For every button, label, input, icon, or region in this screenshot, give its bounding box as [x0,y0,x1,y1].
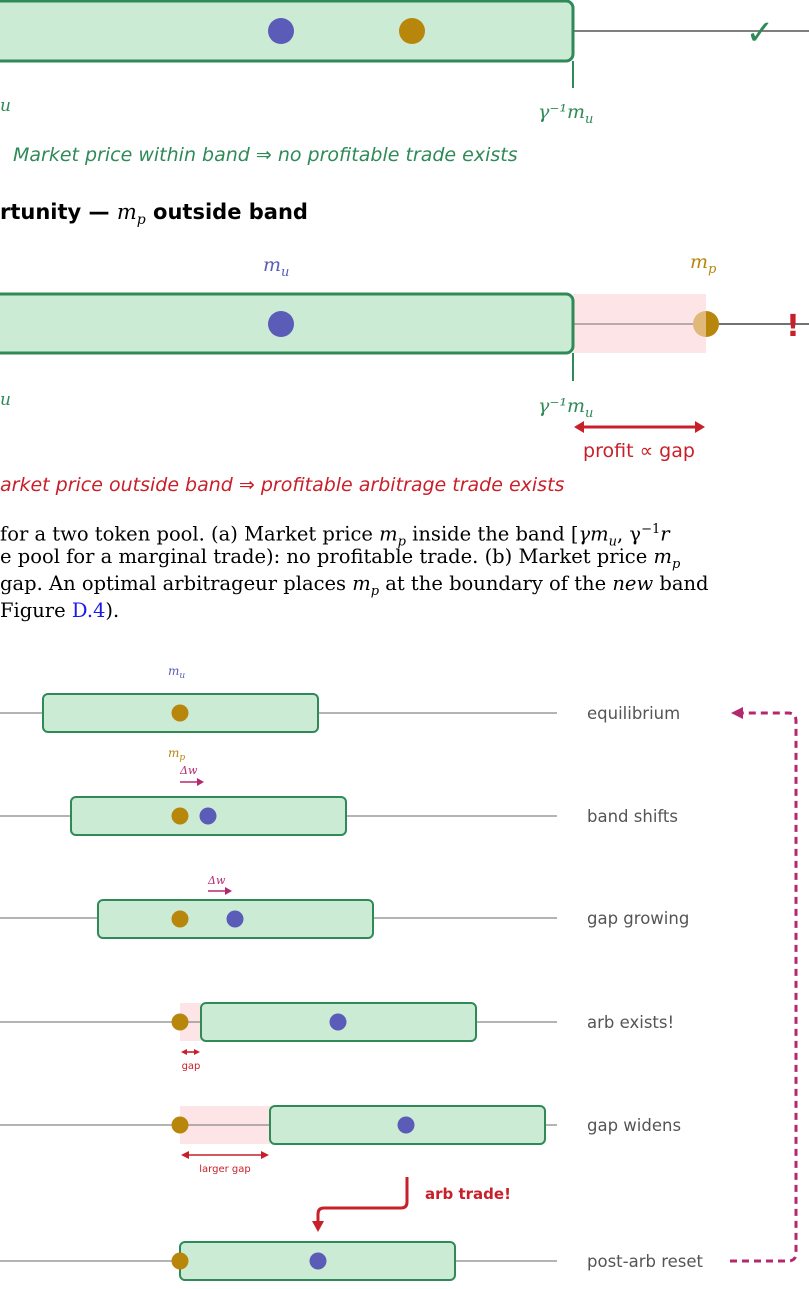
user-dot [226,910,244,928]
alert-icon: ! [786,309,800,344]
step-equilibrium: equilibrium [0,693,680,733]
panel-a-lower-bound-label: u [0,96,11,116]
panel-a-upper-bound-label: γ⁻¹mu [538,101,593,127]
panel-b-profit-arrow [574,421,705,433]
panel-a: ✓ u γ⁻¹mu Market price within band ⇒ no … [0,0,809,166]
larger-gap-label: larger gap [199,1164,250,1175]
user-dot [309,1252,327,1270]
arb-trade-label: arb trade! [425,1185,511,1203]
figure-caption: for a two token pool. (a) Market price m… [0,516,809,624]
panel-b-upper-bound-label: γ⁻¹mu [538,395,593,421]
shift-arrow [208,887,232,895]
caption-line-2: e pool for a marginal trade): no profita… [0,545,681,572]
arb-trade-arrow [312,1177,409,1232]
check-icon: ✓ [746,13,775,53]
delta-w-label: Δw [207,874,226,887]
user-dot [397,1116,415,1134]
delta-w-label: Δw [179,764,198,777]
step-gap-widens: larger gap gap widens [0,1105,681,1175]
panel-b: mu mp ! u γ⁻¹mu profit ∝ gap arket price… [0,251,809,496]
panel-a-note: Market price within band ⇒ no profitable… [13,144,518,166]
step-label: gap growing [587,909,689,928]
panel-b-mu-label: mu [263,254,289,280]
figure-link[interactable]: D.4 [71,599,106,622]
panel-b-heading: rtunity — mp outside band [0,200,308,228]
caption-line-1: for a two token pool. (a) Market price m… [0,522,670,550]
user-dot [199,807,217,825]
arbitrage-sequence-figure: mu mp equilibrium Δw band shifts Δw [0,664,798,1281]
panel-a-user-dot [268,18,294,44]
pool-dot [171,807,189,825]
pool-dot [171,1116,189,1134]
loop-back-arrow [730,707,798,1263]
panel-b-profit-label: profit ∝ gap [583,440,695,462]
shift-arrow [180,778,204,786]
gap-arrow [181,1049,200,1055]
step-arb-exists: gap arb exists! [0,1002,674,1072]
panel-b-mp-label: mp [690,251,717,277]
sequence-mp-label: mp [168,746,185,763]
panel-b-note: arket price outside band ⇒ profitable ar… [0,474,565,496]
step-band-shifts: Δw band shifts [0,764,678,836]
step-post-arb-reset: post-arb reset [0,1241,704,1281]
arbitrage-band-figure: ✓ u γ⁻¹mu Market price within band ⇒ no … [0,0,809,496]
panel-b-lower-bound-label: u [0,390,11,410]
panel-a-pool-dot [399,18,425,44]
pool-dot [171,910,189,928]
step-label: band shifts [587,807,678,826]
sequence-mu-label: mu [168,664,185,681]
gap-label: gap [182,1061,201,1072]
pool-dot [171,1252,189,1270]
pool-dot [171,704,189,722]
step-gap-growing: Δw gap growing [0,874,689,939]
step-label: post-arb reset [587,1252,704,1271]
larger-gap-arrow [181,1151,269,1159]
caption-line-4: Figure D.4). [0,599,120,622]
step-label: equilibrium [587,704,680,723]
caption-line-3: gap. An optimal arbitrageur places mp at… [0,572,709,599]
step-label: arb exists! [587,1013,674,1032]
panel-b-user-dot [268,311,294,337]
user-dot [329,1013,347,1031]
step-label: gap widens [587,1116,681,1135]
pool-dot [171,1013,189,1031]
panel-b-pool-dot [693,311,719,337]
